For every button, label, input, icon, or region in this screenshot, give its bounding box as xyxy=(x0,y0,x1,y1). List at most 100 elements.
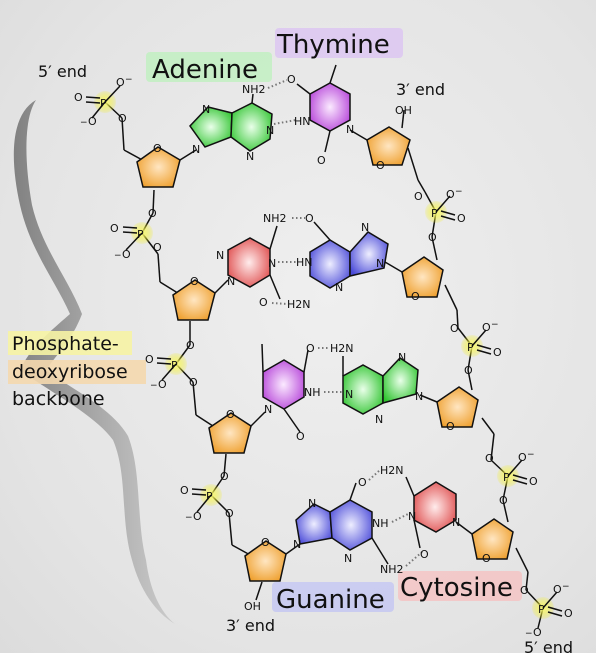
svg-text:O: O xyxy=(457,212,466,225)
svg-text:NH: NH xyxy=(304,386,321,399)
cytosine-label: Cytosine xyxy=(400,573,513,603)
svg-text:N: N xyxy=(192,143,200,156)
svg-text:N: N xyxy=(452,516,460,529)
svg-text:O: O xyxy=(225,507,234,520)
sugar-right-3 xyxy=(419,386,479,428)
svg-text:O: O xyxy=(450,322,459,335)
sugar-right-4 xyxy=(455,518,514,560)
svg-text:H2N: H2N xyxy=(380,464,404,477)
deoxyribose-highlight xyxy=(8,360,146,384)
svg-text:O: O xyxy=(110,222,119,235)
sugar-left-2 xyxy=(172,279,229,321)
backbone-label-line1: Phosphate- xyxy=(12,333,119,355)
phosphate-right-2 xyxy=(461,329,492,357)
svg-text:−: − xyxy=(114,251,122,261)
svg-text:N: N xyxy=(335,281,343,294)
svg-text:O: O xyxy=(414,190,423,203)
svg-text:N: N xyxy=(227,275,235,288)
svg-text:O: O xyxy=(186,339,195,352)
svg-text:P: P xyxy=(431,207,438,220)
svg-text:N: N xyxy=(415,390,423,403)
svg-text:N: N xyxy=(346,123,354,136)
svg-text:HN: HN xyxy=(296,256,313,269)
svg-text:−: − xyxy=(562,582,570,592)
svg-text:O: O xyxy=(358,476,367,489)
five-prime-end-top: 5′ end xyxy=(38,62,87,81)
svg-text:O: O xyxy=(287,73,296,86)
svg-text:O: O xyxy=(493,346,502,359)
phosphate-left-3 xyxy=(156,353,187,381)
svg-text:−: − xyxy=(80,118,88,128)
guanine-label: Guanine xyxy=(276,585,385,615)
svg-text:O: O xyxy=(158,378,167,391)
sugar-right-1 xyxy=(349,126,411,166)
adenine-base-1 xyxy=(189,93,273,152)
thymine-base-1 xyxy=(267,64,351,153)
svg-text:P: P xyxy=(206,490,213,503)
svg-text:OH: OH xyxy=(395,104,412,117)
svg-text:−: − xyxy=(491,320,499,330)
svg-text:O: O xyxy=(220,470,229,483)
guanine-base-2 xyxy=(271,217,389,305)
svg-text:N: N xyxy=(398,351,406,364)
svg-text:N: N xyxy=(408,510,416,523)
phosphate-left-2 xyxy=(122,222,153,251)
cytosine-base-4 xyxy=(405,476,457,549)
svg-text:O: O xyxy=(305,212,314,225)
thymine-highlight xyxy=(275,28,403,58)
svg-text:O: O xyxy=(193,510,202,523)
svg-text:−: − xyxy=(125,75,133,85)
adenine-highlight xyxy=(146,52,272,82)
svg-text:O: O xyxy=(446,420,455,433)
svg-text:N: N xyxy=(202,103,210,116)
svg-text:N: N xyxy=(268,257,276,270)
thymine-label: Thymine xyxy=(276,30,390,60)
svg-text:O: O xyxy=(482,552,491,565)
svg-text:O: O xyxy=(376,159,385,172)
svg-text:N: N xyxy=(246,150,254,163)
five-prime-end-bottom: 5′ end xyxy=(524,638,573,653)
svg-text:O: O xyxy=(116,76,125,89)
svg-text:P: P xyxy=(538,603,545,616)
svg-text:−: − xyxy=(525,629,533,639)
backbone-label-line2: deoxyribose xyxy=(12,361,128,383)
svg-text:O: O xyxy=(446,188,455,201)
three-prime-end-top: 3′ end xyxy=(396,80,445,99)
svg-text:O: O xyxy=(564,607,573,620)
svg-text:O: O xyxy=(153,241,162,254)
svg-text:O: O xyxy=(482,321,491,334)
svg-text:N: N xyxy=(266,124,274,137)
cytosine-base-2 xyxy=(227,225,281,300)
svg-text:O: O xyxy=(529,475,538,488)
phosphate-right-1 xyxy=(425,195,456,223)
phosphate-right-4 xyxy=(532,591,563,619)
svg-text:O: O xyxy=(520,584,529,597)
svg-text:O: O xyxy=(553,583,562,596)
svg-text:O: O xyxy=(296,430,305,443)
svg-text:N: N xyxy=(308,497,316,510)
svg-text:N: N xyxy=(344,552,352,565)
guanine-base-4 xyxy=(295,469,423,567)
sugar-left-4 xyxy=(244,540,301,582)
svg-text:O: O xyxy=(428,231,437,244)
cytosine-highlight xyxy=(398,571,522,601)
svg-text:O: O xyxy=(499,494,508,507)
svg-text:−: − xyxy=(455,187,463,197)
phosphate-highlight xyxy=(8,331,132,355)
svg-text:NH: NH xyxy=(372,517,389,530)
svg-text:P: P xyxy=(503,471,510,484)
thymine-base-3 xyxy=(261,343,345,433)
svg-text:O: O xyxy=(180,484,189,497)
svg-text:O: O xyxy=(189,376,198,389)
adenine-label: Adenine xyxy=(152,55,258,85)
svg-text:OH: OH xyxy=(244,600,261,613)
svg-text:O: O xyxy=(420,548,429,561)
svg-text:O: O xyxy=(148,207,157,220)
svg-text:N: N xyxy=(345,388,353,401)
svg-text:O: O xyxy=(226,408,235,421)
svg-text:−: − xyxy=(150,381,158,391)
svg-text:N: N xyxy=(293,538,301,551)
svg-text:NH2: NH2 xyxy=(380,563,404,576)
sugar-right-2 xyxy=(384,256,444,298)
